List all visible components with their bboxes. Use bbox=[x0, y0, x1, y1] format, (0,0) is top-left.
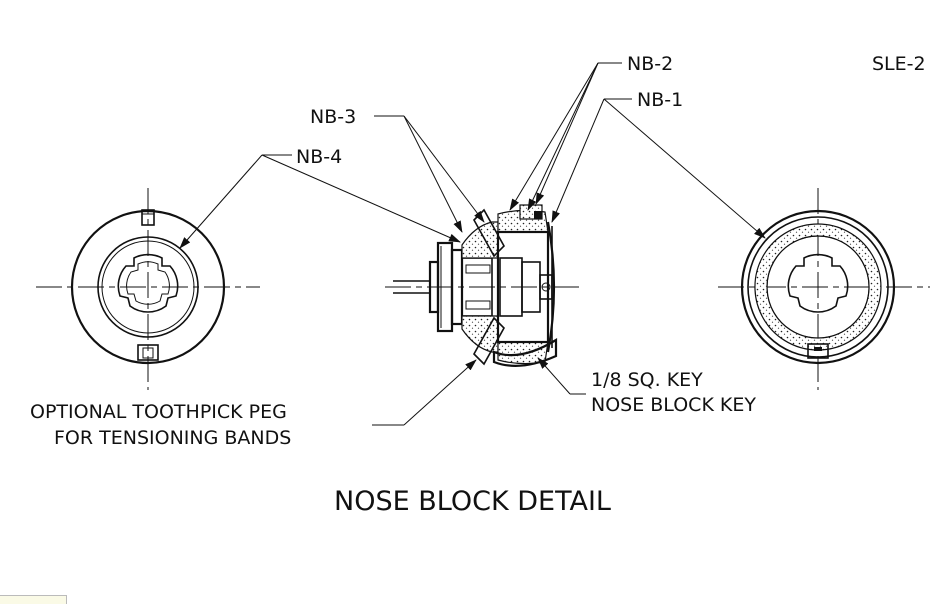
callout-nb-3: NB-3 bbox=[310, 106, 356, 128]
callout-nb-2: NB-2 bbox=[627, 53, 673, 75]
sheet-id: SLE-2 bbox=[872, 53, 926, 75]
callout-peg-line-2: FOR TENSIONING BANDS bbox=[54, 427, 291, 449]
callout-key-line-1: 1/8 SQ. KEY bbox=[591, 369, 703, 391]
callout-key-line-2: NOSE BLOCK KEY bbox=[591, 394, 756, 416]
callout-nb-4: NB-4 bbox=[296, 146, 342, 168]
side-section-view bbox=[393, 204, 558, 367]
callout-nb-1: NB-1 bbox=[637, 89, 683, 111]
drawing-title: NOSE BLOCK DETAIL bbox=[334, 486, 611, 517]
corner-tab bbox=[0, 595, 67, 604]
leader-lines bbox=[179, 62, 766, 426]
right-end-view bbox=[740, 209, 896, 365]
callout-peg-line-1: OPTIONAL TOOTHPICK PEG bbox=[30, 401, 287, 423]
left-end-view bbox=[70, 209, 226, 365]
